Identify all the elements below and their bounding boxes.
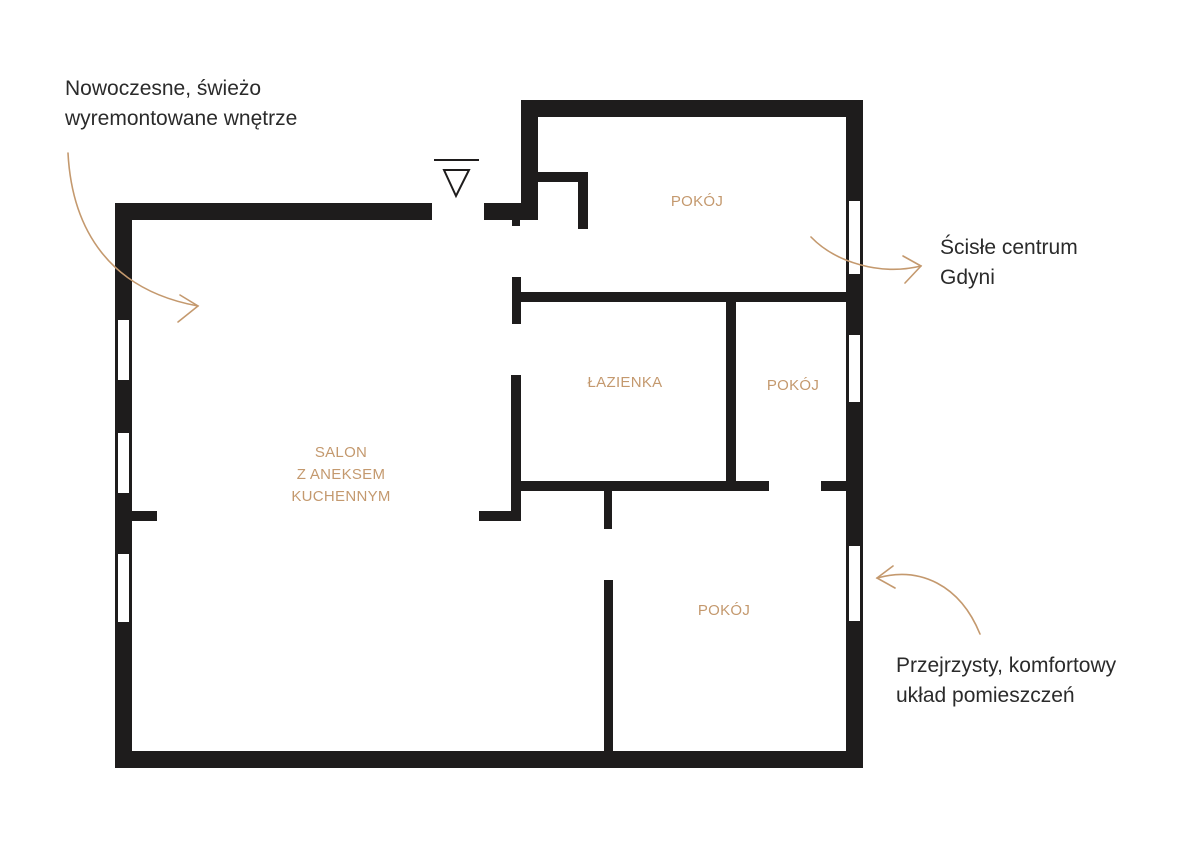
- triangle-down-icon: [434, 159, 479, 199]
- wall-bath-left: [511, 375, 521, 521]
- nook-top: [538, 172, 588, 182]
- wall-bath-bottom: [521, 481, 769, 491]
- window-right-2: [848, 334, 861, 403]
- annotation-line: Przejrzysty, komfortowy: [896, 654, 1117, 677]
- annotation-right: Ścisłe centrum Gdyni: [940, 233, 1078, 293]
- room-label-line: SALON: [314, 444, 368, 461]
- wall-bath-top: [521, 292, 849, 302]
- salon-partition-stub: [479, 511, 521, 521]
- hall-stub-left: [512, 277, 521, 324]
- room-label-line: Z ANEKSEM: [296, 466, 386, 483]
- annotation-line: układ pomieszczeń: [896, 684, 1075, 707]
- window-right-3: [848, 545, 861, 622]
- window-left-2: [117, 432, 130, 494]
- room-label-middle: POKÓJ: [766, 377, 820, 394]
- arrow-right: [810, 236, 922, 271]
- annotation-line: Ścisłe centrum: [940, 236, 1078, 259]
- annotation-line: Nowoczesne, świeżo: [65, 77, 262, 100]
- annotation-bottom-right: Przejrzysty, komfortowy układ pomieszcze…: [896, 651, 1116, 711]
- curved-arrow-icon: [67, 152, 981, 635]
- windows: [117, 200, 861, 623]
- window-frames: [117, 200, 861, 623]
- wall-upper-left: [521, 100, 538, 220]
- window-left-3: [117, 553, 130, 623]
- nook-side: [578, 172, 588, 229]
- room-label-line: KUCHENNYM: [291, 488, 391, 505]
- wall-bottom-room-left: [604, 580, 613, 751]
- wall-top-left: [115, 203, 432, 220]
- wall-top-right: [521, 100, 863, 117]
- room-label-top: POKÓJ: [670, 193, 724, 210]
- window-left-1: [117, 319, 130, 381]
- annotation-line: Gdyni: [940, 266, 995, 289]
- room-label-salon: SALON Z ANEKSEM KUCHENNYM: [291, 442, 390, 508]
- room-label-bathroom: ŁAZIENKA: [587, 374, 663, 391]
- wall-bath-right: [726, 302, 736, 482]
- annotation-line: wyremontowane wnętrze: [65, 107, 298, 130]
- window-right-1: [848, 200, 861, 275]
- walls: [115, 100, 863, 768]
- wall-bottom: [115, 751, 863, 768]
- left-wall-stub: [132, 511, 157, 521]
- room-label-bottom: POKÓJ: [697, 602, 751, 619]
- wall-bottom-room-stub: [604, 491, 612, 529]
- arrow-bottom-right: [876, 573, 981, 635]
- wall-middle-room-bottom: [821, 481, 849, 491]
- annotation-top-left: Nowoczesne, świeżo wyremontowane wnętrze: [65, 74, 297, 134]
- arrow-top-left: [67, 152, 199, 307]
- hall-stub-top: [512, 212, 520, 226]
